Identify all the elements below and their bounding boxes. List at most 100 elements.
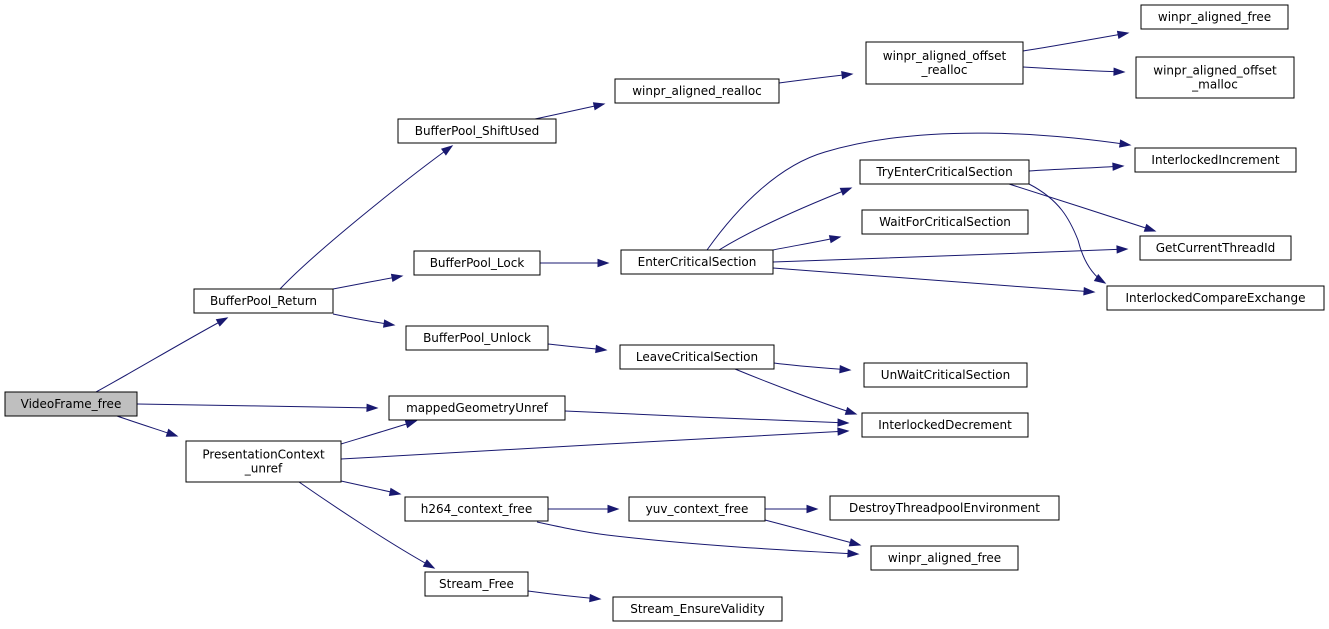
edge-tryentercriticalsection-to-interlockedincrement	[1028, 162, 1125, 172]
edge-line	[136, 403, 378, 409]
node-interlockedcompareexchange[interactable]: InterlockedCompareExchange	[1106, 285, 1325, 311]
node-box	[4, 391, 138, 417]
node-box	[619, 344, 775, 370]
node-label: VideoFrame_free	[21, 397, 122, 411]
node-label: BufferPool_Unlock	[423, 331, 531, 345]
edge-presentationcontext_unref-to-stream_free	[298, 481, 436, 569]
node-label: winpr_aligned_free	[1158, 10, 1271, 24]
node-yuv-context-free[interactable]: yuv_context_free	[628, 496, 766, 522]
edge-bufferpool_return-to-bufferpool_shiftused	[279, 145, 454, 290]
edge-mappedgeometryunref-to-interlockeddecrement	[564, 410, 850, 427]
edge-line	[772, 267, 1095, 293]
edge-bufferpool_shiftused-to-winpr_aligned_realloc	[534, 102, 606, 120]
edge-line	[279, 145, 453, 290]
edge-bufferpool_lock-to-entercriticalsection	[540, 258, 610, 268]
node-label: InterlockedIncrement	[1151, 153, 1279, 167]
edge-presentationcontext_unref-to-mappedgeometryunref	[340, 420, 418, 445]
edge-line	[764, 519, 861, 546]
arrowhead-icon	[1093, 273, 1107, 284]
edge-line	[340, 430, 849, 460]
arrowhead-icon	[1083, 287, 1096, 296]
arrowhead-icon	[1116, 30, 1130, 39]
edge-line	[564, 410, 849, 424]
edge-line	[734, 368, 857, 415]
node-box	[1134, 147, 1297, 173]
node-mappedgeometryunref[interactable]: mappedGeometryUnref	[388, 395, 566, 421]
arrowhead-icon	[839, 364, 852, 374]
edge-line	[1008, 183, 1156, 232]
node-stream-ensurevalidity[interactable]: Stream_EnsureValidity	[612, 596, 783, 622]
node-bufferpool-lock[interactable]: BufferPool_Lock	[413, 250, 541, 276]
edge-line	[1022, 66, 1125, 73]
node-presentationcontext-unref[interactable]: PresentationContext_unref	[185, 440, 342, 483]
node-stream-free[interactable]: Stream_Free	[424, 571, 529, 597]
node-label: h264_context_free	[421, 502, 532, 516]
node-winpr-aligned-free-b[interactable]: winpr_aligned_free	[870, 545, 1019, 571]
node-box	[397, 118, 557, 144]
node-label: PresentationContext	[202, 448, 325, 462]
node-label: _malloc	[1191, 78, 1238, 92]
arrowhead-icon	[1112, 162, 1125, 171]
arrowhead-icon	[847, 549, 860, 558]
edge-winpr_aligned_realloc-to-winpr_aligned_offset_realloc	[778, 71, 854, 84]
node-label: _realloc	[920, 63, 967, 77]
node-leavecriticalsection[interactable]: LeaveCriticalSection	[619, 344, 775, 370]
edge-line	[534, 103, 605, 120]
edge-videoframe_free-to-presentationcontext_unref	[116, 415, 179, 437]
node-bufferpool-return[interactable]: BufferPool_Return	[193, 288, 334, 314]
edge-bufferpool_return-to-bufferpool_unlock	[332, 313, 396, 328]
edge-line	[332, 275, 403, 290]
node-box	[870, 545, 1019, 571]
node-label: InterlockedDecrement	[878, 418, 1012, 432]
edge-line	[340, 420, 417, 445]
edge-tryentercriticalsection-to-getcurrentthreadid	[1008, 183, 1157, 232]
node-destroythreadpoolenvironment[interactable]: DestroyThreadpoolEnvironment	[829, 495, 1060, 521]
edge-line	[298, 481, 435, 569]
edge-videoframe_free-to-mappedgeometryunref	[136, 403, 379, 412]
node-label: InterlockedCompareExchange	[1125, 291, 1305, 305]
node-box	[861, 209, 1029, 235]
node-interlockeddecrement[interactable]: InterlockedDecrement	[861, 412, 1029, 438]
node-box	[388, 395, 566, 421]
node-box	[424, 571, 529, 597]
edge-entercriticalsection-to-interlockedcompareexchange	[772, 267, 1096, 296]
node-bufferpool-unlock[interactable]: BufferPool_Unlock	[405, 325, 549, 351]
node-tryentercriticalsection[interactable]: TryEnterCriticalSection	[859, 159, 1030, 185]
node-getcurrentthreadid[interactable]: GetCurrentThreadId	[1139, 235, 1292, 261]
node-videoframe-free[interactable]: VideoFrame_free	[4, 391, 138, 417]
node-label: BufferPool_Lock	[430, 256, 525, 270]
node-label: winpr_aligned_offset	[883, 49, 1007, 63]
arrowhead-icon	[828, 235, 842, 244]
arrowhead-icon	[383, 319, 396, 328]
node-label: GetCurrentThreadId	[1156, 241, 1276, 255]
node-bufferpool-shiftused[interactable]: BufferPool_ShiftUsed	[397, 118, 557, 144]
arrowhead-icon	[1113, 67, 1126, 76]
edges-layer	[95, 30, 1157, 603]
node-box	[193, 288, 334, 314]
node-winpr-aligned-offset-malloc[interactable]: winpr_aligned_offset_malloc	[1135, 56, 1295, 99]
node-interlockedincrement[interactable]: InterlockedIncrement	[1134, 147, 1297, 173]
node-box	[612, 596, 783, 622]
arrowhead-icon	[1143, 223, 1157, 232]
edge-winpr_aligned_offset_realloc-to-winpr_aligned_free_t	[1022, 30, 1130, 52]
node-box	[863, 362, 1028, 388]
node-label: UnWaitCriticalSection	[881, 368, 1010, 382]
node-winpr-aligned-free-t[interactable]: winpr_aligned_free	[1140, 4, 1289, 30]
node-label: winpr_aligned_realloc	[632, 84, 762, 98]
arrowhead-icon	[607, 504, 620, 514]
node-winpr-aligned-realloc[interactable]: winpr_aligned_realloc	[614, 78, 780, 104]
node-entercriticalsection[interactable]: EnterCriticalSection	[620, 249, 774, 275]
node-waitforcriticalsection[interactable]: WaitForCriticalSection	[861, 209, 1029, 235]
node-box	[829, 495, 1060, 521]
arrowhead-icon	[597, 258, 610, 268]
node-box	[865, 41, 1024, 85]
nodes-layer: VideoFrame_freeBufferPool_ReturnBufferPo…	[4, 4, 1325, 622]
arrowhead-icon	[440, 145, 454, 156]
node-unwaitcriticalsection[interactable]: UnWaitCriticalSection	[863, 362, 1028, 388]
node-winpr-aligned-offset-realloc[interactable]: winpr_aligned_offset_realloc	[865, 41, 1024, 85]
arrowhead-icon	[592, 102, 606, 111]
node-h264-context-free[interactable]: h264_context_free	[404, 496, 549, 522]
arrowhead-icon	[837, 418, 850, 427]
node-label: EnterCriticalSection	[638, 255, 757, 269]
edge-entercriticalsection-to-waitforcriticalsection	[772, 235, 842, 251]
